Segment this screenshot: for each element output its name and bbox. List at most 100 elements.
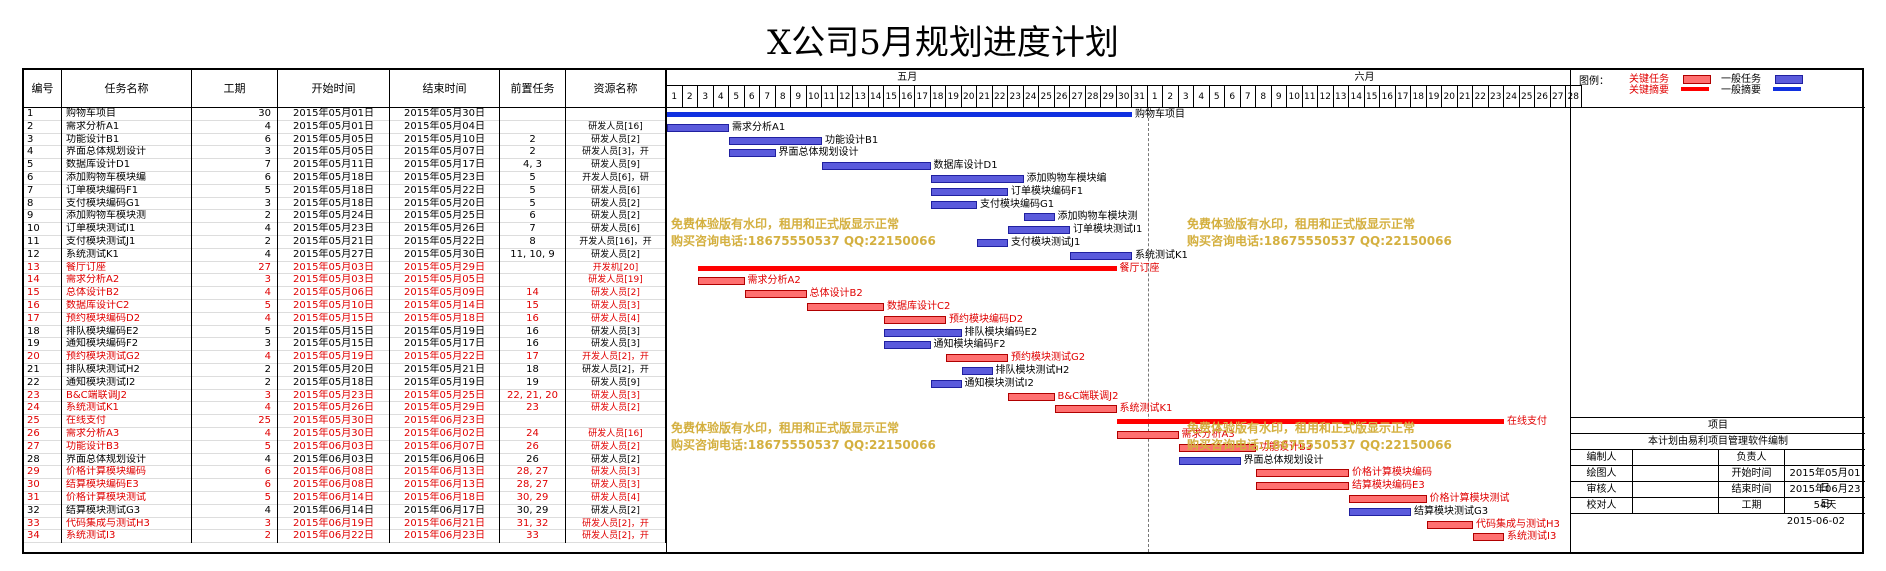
task-duration: 4: [192, 248, 278, 262]
task-bar[interactable]: [930, 379, 962, 388]
day-tick: 22: [1473, 86, 1489, 108]
task-duration: 4: [192, 428, 278, 441]
task-bar[interactable]: [961, 367, 993, 375]
task-name: 预约模块编码D2: [62, 312, 192, 326]
task-name: 添加购物车模块编: [62, 172, 192, 185]
task-start: 2015年06月08日: [278, 466, 390, 480]
task-bar[interactable]: [1008, 392, 1055, 401]
task-bar[interactable]: [806, 303, 884, 311]
task-bar[interactable]: [930, 187, 1008, 196]
task-predecessors: 18: [500, 364, 566, 377]
task-bar[interactable]: [729, 149, 776, 158]
task-bar[interactable]: [1070, 251, 1132, 260]
task-bar[interactable]: [1178, 443, 1256, 452]
info-duration-label: 工期: [1719, 498, 1785, 513]
task-bar[interactable]: [977, 239, 1008, 247]
task-id: 16: [24, 300, 62, 313]
task-duration: 6: [192, 133, 278, 147]
task-resources: 研发人员[3]: [566, 479, 666, 492]
task-bar[interactable]: [884, 341, 931, 350]
day-tick: 28: [1566, 86, 1582, 108]
task-bar[interactable]: [1349, 495, 1427, 503]
summary-bar[interactable]: [1116, 419, 1504, 425]
task-resources: 研发人员[2]: [566, 197, 666, 211]
task-duration: 4: [192, 287, 278, 300]
task-bar[interactable]: [1426, 520, 1473, 529]
task-end: 2015年05月14日: [390, 300, 500, 313]
task-bar[interactable]: [1256, 482, 1349, 491]
task-bar-label: 界面总体规划设计: [778, 147, 859, 159]
task-bar[interactable]: [822, 162, 931, 171]
task-bar[interactable]: [1054, 405, 1117, 414]
task-bar[interactable]: [744, 290, 807, 299]
summary-bar[interactable]: [698, 265, 1117, 271]
day-tick: 5: [729, 86, 745, 108]
day-tick: 9: [791, 86, 807, 108]
day-tick: 8: [776, 86, 791, 108]
task-bar-label: 结算模块编码E3: [1352, 480, 1425, 492]
summary-bar[interactable]: [667, 112, 1132, 117]
task-id: 15: [24, 287, 62, 300]
task-bar[interactable]: [698, 277, 745, 286]
task-bar[interactable]: [729, 136, 822, 145]
task-bar[interactable]: [1349, 507, 1411, 516]
task-bar[interactable]: [1473, 533, 1504, 542]
day-tick: 15: [884, 86, 900, 108]
day-tick: 21: [977, 86, 993, 108]
task-bar[interactable]: [946, 354, 1008, 363]
day-tick: 19: [946, 86, 962, 108]
task-id: 4: [24, 146, 62, 160]
task-bar[interactable]: [1256, 469, 1349, 478]
task-predecessors: 30, 29: [500, 504, 566, 518]
day-tick: 1: [667, 86, 683, 108]
task-bar[interactable]: [930, 175, 1024, 183]
task-predecessors: 8: [500, 236, 566, 249]
task-start: 2015年05月20日: [278, 364, 390, 377]
task-bar[interactable]: [1023, 213, 1055, 222]
task-bar[interactable]: [884, 328, 962, 337]
info-row-editor: 编制人 负责人: [1571, 450, 1865, 466]
task-duration: 5: [192, 325, 278, 339]
task-bar[interactable]: [667, 123, 729, 132]
task-bar[interactable]: [1116, 431, 1179, 439]
task-bar[interactable]: [930, 200, 977, 209]
task-bar[interactable]: [1178, 456, 1241, 465]
watermark-line1: 免费体验版有水印，租用和正式版显示正常: [1187, 217, 1416, 231]
task-bar[interactable]: [884, 315, 946, 324]
task-bar[interactable]: [1008, 226, 1070, 235]
